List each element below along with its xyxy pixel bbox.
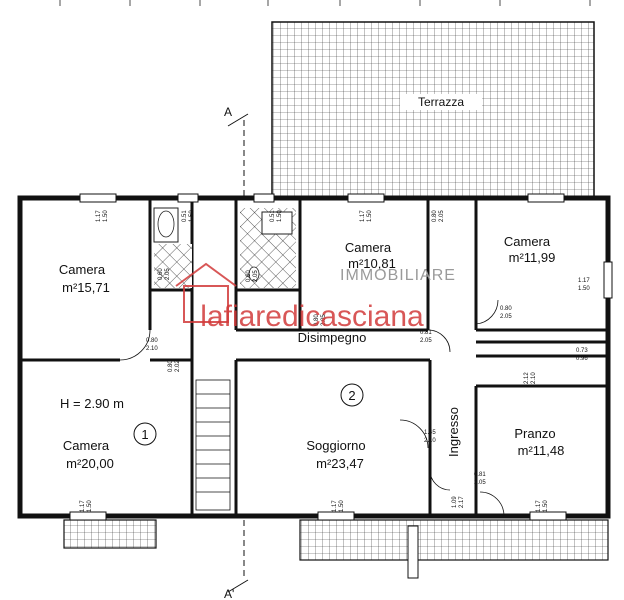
watermark-house-icon <box>175 262 237 323</box>
dim-d-ingr-2: 2.17 <box>459 496 465 508</box>
room-name-camera-right: Camera <box>504 234 551 249</box>
terrace: Terrazza <box>271 21 595 199</box>
section-marker-bottom: A' <box>224 587 234 600</box>
balcony-left <box>63 519 157 549</box>
dim-d-ingr-1: 1.09 <box>452 496 458 508</box>
dim-d-camr-2: 2.05 <box>500 314 512 320</box>
dimension-labels: 1.17 1.50 0.51 1.50 0.51 1.50 1.17 1.50 … <box>80 210 590 512</box>
room-name-disimpegno: Disimpegno <box>298 330 367 345</box>
room-name-soggiorno: Soggiorno <box>306 438 365 453</box>
watermark-line1: IMMOBILIARE <box>340 267 456 284</box>
dim-w-pranzo-2: 1.50 <box>543 500 549 512</box>
top-margin-ticks <box>59 0 591 6</box>
dim-w-sogg-2: 1.50 <box>339 500 345 512</box>
room-name-camera-botleft: Camera <box>63 438 110 453</box>
zone-2-label: 2 <box>348 388 355 403</box>
dim-d-disimp-2: 2.05 <box>420 338 432 344</box>
section-marker-top: A <box>224 105 232 119</box>
dim-w-right-2: 1.50 <box>578 286 590 292</box>
room-area-camera-right: m²11,99 <box>509 250 556 265</box>
bathroom-1 <box>153 207 192 288</box>
dim-w-botleft-1: 1.17 <box>80 500 86 512</box>
terrace-label: Terrazza <box>418 95 464 109</box>
watermark: IMMOBILIARE lafiaredicasciana <box>175 262 456 333</box>
dim-kitchen-a-2: 2.10 <box>531 372 537 384</box>
room-name-camera-topleft: Camera <box>59 262 106 277</box>
room-area-pranzo: m²11,48 <box>518 443 565 458</box>
section-line <box>227 113 249 593</box>
interior-walls <box>20 198 608 516</box>
dim-w-botleft-2: 1.50 <box>87 500 93 512</box>
dim-w-bath2-1: 0.51 <box>270 210 276 222</box>
dim-w-camc-1: 1.17 <box>360 210 366 222</box>
dim-d-bath2-2: 2.05 <box>253 270 259 282</box>
windows <box>69 193 613 521</box>
dim-w-topleft-2: 1.50 <box>103 210 109 222</box>
dim-w-bath2-2: 1.50 <box>277 210 283 222</box>
dim-d-cam1b-1: 0.80 <box>168 360 174 372</box>
dim-w-bath1-2: 1.50 <box>189 210 195 222</box>
height-note: H = 2.90 m <box>60 396 124 411</box>
dim-d-cam1a-2: 2.10 <box>146 346 158 352</box>
dim-d-sogg-2: 2.10 <box>424 438 436 444</box>
room-area-camera-center: m²10,81 <box>348 256 396 271</box>
dim-d-cam1b-2: 2.02 <box>175 360 181 372</box>
room-name-camera-center: Camera <box>345 240 392 255</box>
dim-d-disimp-1: 0.81 <box>420 330 432 336</box>
room-name-ingresso: Ingresso <box>446 407 461 457</box>
dim-d-camc-1: 0.80 <box>314 314 320 326</box>
dim-w-sogg-1: 1.17 <box>332 500 338 512</box>
dim-kitchen-a-1: 2.12 <box>524 372 530 384</box>
room-area-camera-botleft: m²20,00 <box>66 456 114 471</box>
dim-d-camr-1: 0.80 <box>500 306 512 312</box>
dim-d-pranzo-2: 2.05 <box>474 480 486 486</box>
dim-d-camc-2: 2.05 <box>321 314 327 326</box>
dim-d-pranzo-1: 0.81 <box>474 472 486 478</box>
dim-w-bath1-1: 0.51 <box>182 210 188 222</box>
dim-w-topleft-1: 1.17 <box>96 210 102 222</box>
dim-d-bath1-1: 0.60 <box>158 268 164 280</box>
room-name-pranzo: Pranzo <box>514 426 555 441</box>
room-area-soggiorno: m²23,47 <box>316 456 364 471</box>
dim-d-sogg-1: 1.45 <box>424 430 436 436</box>
room-area-camera-topleft: m²15,71 <box>62 280 110 295</box>
door-swings <box>119 299 505 517</box>
zone-1-label: 1 <box>141 427 148 442</box>
dim-kitchen-b-1: 0.73 <box>576 348 588 354</box>
watermark-line2: lafiaredicasciana <box>200 300 424 333</box>
bathroom-2 <box>240 208 296 288</box>
dim-w-camc-2: 1.50 <box>367 210 373 222</box>
zone-2-circle <box>340 383 364 407</box>
balcony-right <box>299 519 609 579</box>
dim-w-corr-1: 0.80 <box>432 210 438 222</box>
dim-w-pranzo-1: 1.17 <box>536 500 542 512</box>
dim-kitchen-b-2: 0.96 <box>576 356 588 362</box>
dim-d-cam1a-1: 0.80 <box>146 338 158 344</box>
zone-1-circle <box>133 422 157 446</box>
dim-w-corr-2: 2.05 <box>439 210 445 222</box>
stairs <box>195 379 231 511</box>
dim-d-bath2-1: 0.60 <box>246 270 252 282</box>
dim-w-right-1: 1.17 <box>578 278 590 284</box>
dim-d-bath1-2: 2.05 <box>165 268 171 280</box>
